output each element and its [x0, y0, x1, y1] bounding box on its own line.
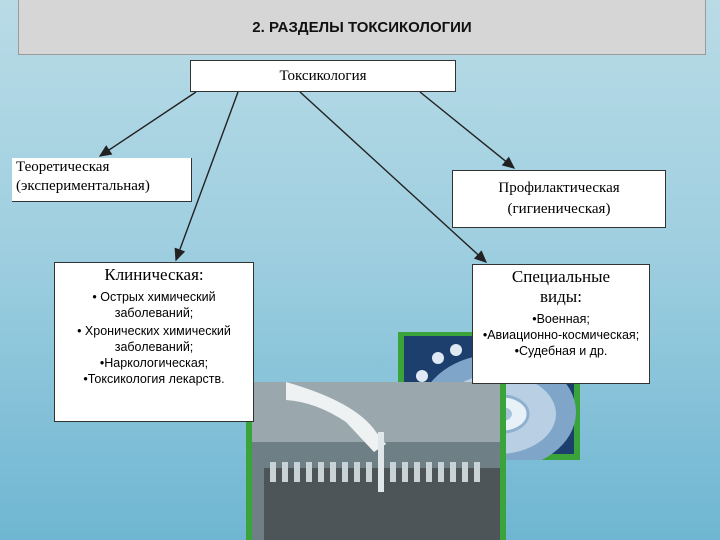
toxicology-root-box: Токсикология	[190, 60, 456, 92]
preventive-box: Профилактическая (гигиеническая)	[452, 170, 666, 228]
theoretical-box: Теоретическая (экспериментальная)	[12, 158, 192, 202]
theoretical-line1: Теоретическая	[16, 158, 191, 177]
special-item: •Авиационно-космическая;	[477, 327, 645, 343]
special-heading-line2: виды:	[477, 287, 645, 307]
theoretical-line2: (экспериментальная)	[16, 177, 191, 196]
clinical-item: • Хронических химический заболеваний;	[59, 323, 249, 355]
arrow-to-theoretical	[100, 92, 196, 156]
special-heading-line1: Специальные	[477, 267, 645, 287]
preventive-line2: (гигиеническая)	[453, 199, 665, 220]
special-item: •Судебная и др.	[477, 343, 645, 359]
preventive-line1: Профилактическая	[453, 178, 665, 199]
clinical-item: • Острых химический заболеваний;	[59, 289, 249, 321]
arrow-to-preventive	[420, 92, 514, 168]
lab-test-tubes-photo	[246, 382, 506, 540]
clinical-heading: Клиническая:	[59, 265, 249, 285]
clinical-box: Клиническая: • Острых химический заболев…	[54, 262, 254, 422]
special-box: Специальные виды: •Военная; •Авиационно-…	[472, 264, 650, 384]
clinical-item: •Наркологическая;	[59, 355, 249, 371]
clinical-item: •Токсикология лекарств.	[59, 371, 249, 387]
special-item: •Военная;	[477, 311, 645, 327]
